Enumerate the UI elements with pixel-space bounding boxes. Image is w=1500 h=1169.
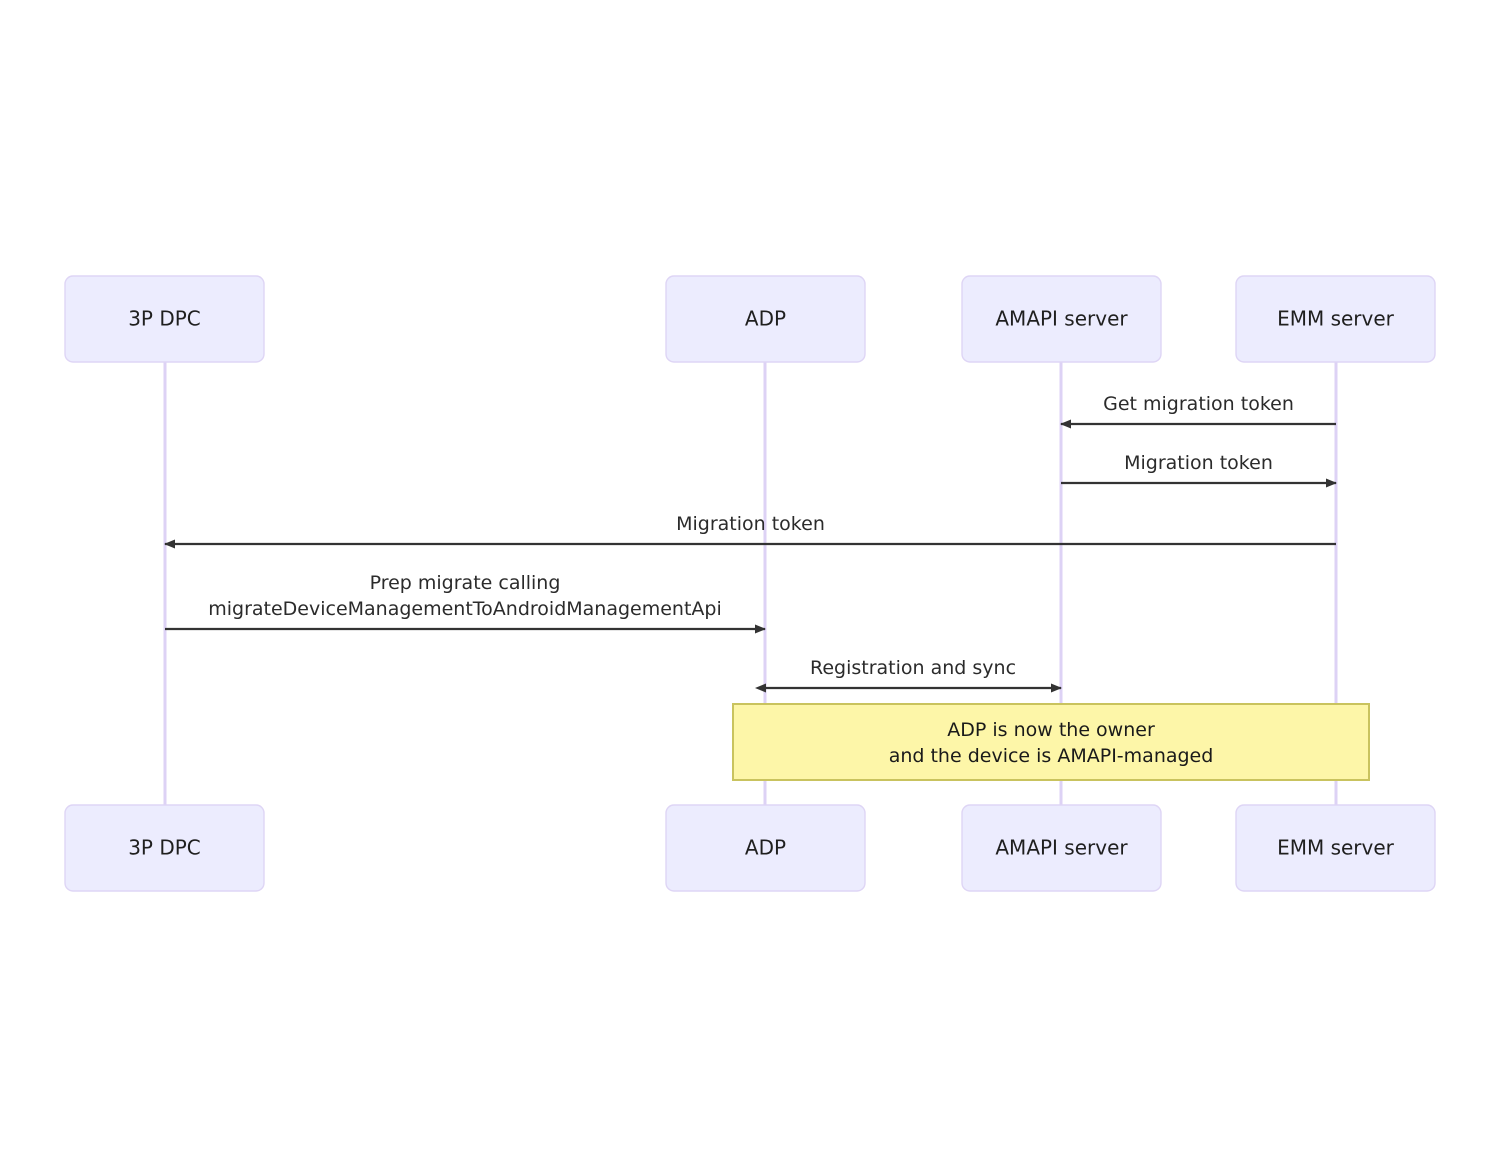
note-n1: ADP is now the owner and the device is AM… bbox=[732, 703, 1370, 781]
participant-box-amapi-top[interactable] bbox=[961, 275, 1162, 363]
message-m4: Prep migrate calling migrateDeviceManagem… bbox=[165, 572, 766, 634]
participant-dpc-bottom[interactable]: 3P DPC bbox=[64, 804, 265, 892]
message-label-line: Migration token bbox=[1124, 452, 1273, 474]
participant-label-amapi-top: AMAPI server bbox=[995, 307, 1128, 331]
participant-amapi-top[interactable]: AMAPI server bbox=[961, 275, 1162, 363]
message-label-line: Registration and sync bbox=[810, 657, 1016, 679]
participant-emm-top[interactable]: EMM server bbox=[1235, 275, 1436, 363]
message-label-line: Migration token bbox=[676, 513, 825, 535]
participant-box-emm-top[interactable] bbox=[1235, 275, 1436, 363]
participant-label-emm-top: EMM server bbox=[1277, 307, 1395, 331]
participant-box-adp-top[interactable] bbox=[665, 275, 866, 363]
participant-label-dpc-top: 3P DPC bbox=[128, 307, 201, 331]
participant-adp-bottom[interactable]: ADP bbox=[665, 804, 866, 892]
message-m2: Migration token bbox=[1061, 452, 1337, 488]
participants-bottom-group: 3P DPC ADP AMAPI server EMM server bbox=[64, 804, 1436, 892]
participant-adp-top[interactable]: ADP bbox=[665, 275, 866, 363]
note-text-line: and the device is AMAPI-managed bbox=[889, 745, 1214, 767]
note-box bbox=[732, 703, 1370, 781]
participant-emm-bottom[interactable]: EMM server bbox=[1235, 804, 1436, 892]
message-m1: Get migration token bbox=[1060, 393, 1336, 429]
participant-box-emm-bottom[interactable] bbox=[1235, 804, 1436, 892]
participant-label-adp-top: ADP bbox=[745, 307, 786, 331]
participant-amapi-bottom[interactable]: AMAPI server bbox=[961, 804, 1162, 892]
participant-label-dpc-bottom: 3P DPC bbox=[128, 836, 201, 860]
notes-group: ADP is now the owner and the device is AM… bbox=[732, 703, 1370, 781]
participant-label-emm-bottom: EMM server bbox=[1277, 836, 1395, 860]
participant-box-dpc-bottom[interactable] bbox=[64, 804, 265, 892]
message-label-line: Get migration token bbox=[1103, 393, 1294, 415]
participant-label-adp-bottom: ADP bbox=[745, 836, 786, 860]
message-m5: Registration and sync bbox=[755, 657, 1062, 693]
participant-box-adp-bottom[interactable] bbox=[665, 804, 866, 892]
message-label-line: migrateDeviceManagementToAndroidManageme… bbox=[208, 598, 722, 620]
participant-box-dpc-top[interactable] bbox=[64, 275, 265, 363]
participant-label-amapi-bottom: AMAPI server bbox=[995, 836, 1128, 860]
message-m3: Migration token bbox=[164, 513, 1336, 549]
message-label-line: Prep migrate calling bbox=[370, 572, 561, 594]
participant-dpc-top[interactable]: 3P DPC bbox=[64, 275, 265, 363]
participant-box-amapi-bottom[interactable] bbox=[961, 804, 1162, 892]
participants-top-group: 3P DPC ADP AMAPI server EMM server bbox=[64, 275, 1436, 363]
note-text-line: ADP is now the owner bbox=[947, 719, 1155, 741]
